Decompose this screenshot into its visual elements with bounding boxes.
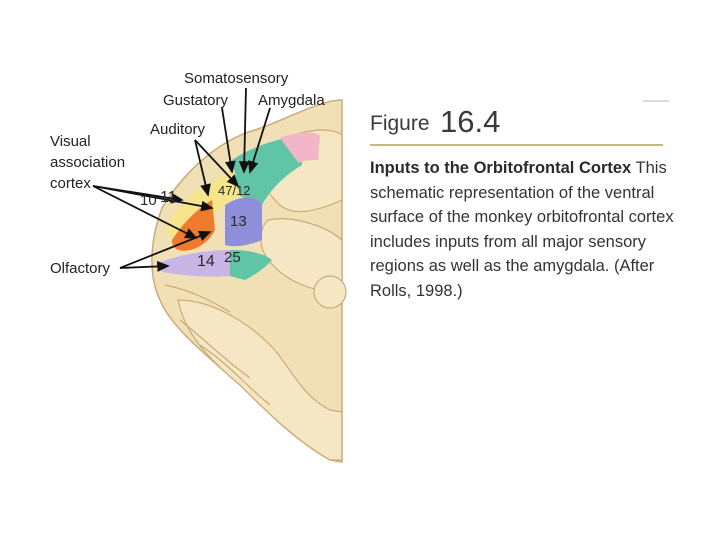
caption-description: This schematic representation of the ven… [370, 159, 674, 300]
label-olfactory: Olfactory [50, 260, 110, 277]
label-somatosensory: Somatosensory [184, 70, 288, 87]
area-number-10: 10 [140, 192, 157, 209]
label-visual-line1: Visual [50, 131, 125, 152]
corner-mark [643, 100, 669, 102]
caption-title: Inputs to the Orbitofrontal Cortex [370, 159, 631, 177]
area-number-13: 13 [230, 213, 247, 230]
label-visual-line3: cortex [50, 173, 125, 194]
area-number-25: 25 [224, 249, 241, 266]
label-auditory: Auditory [150, 121, 205, 138]
figure-caption: Inputs to the Orbitofrontal Cortex This … [370, 156, 690, 303]
figure-rule [370, 144, 663, 146]
brain-temporal-pole [314, 276, 346, 308]
figure-number: 16.4 [440, 104, 500, 140]
figure-word: Figure [370, 112, 430, 136]
label-visual: Visual association cortex [50, 131, 125, 194]
label-visual-line2: association [50, 152, 125, 173]
label-gustatory: Gustatory [163, 92, 228, 109]
area-number-47-12: 47/12 [218, 183, 251, 198]
label-amygdala: Amygdala [258, 92, 325, 109]
area-number-11: 11 [160, 189, 177, 207]
area-number-14: 14 [197, 253, 215, 271]
